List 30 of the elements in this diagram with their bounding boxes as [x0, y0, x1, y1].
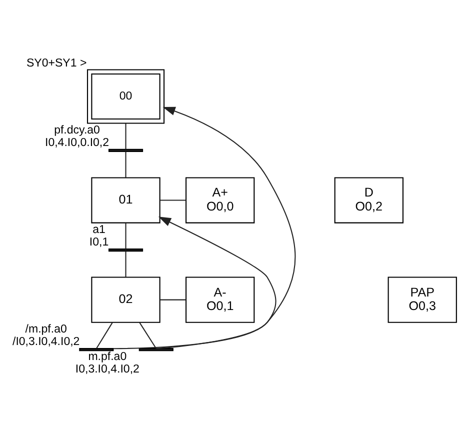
arrow: [156, 216, 276, 350]
node-box: A+ O0,0: [186, 177, 255, 224]
connector: [160, 299, 186, 300]
node-label: m.pf.a0: [88, 350, 127, 363]
node-label: /I0,3.I0,4.I0,2: [12, 336, 80, 348]
connector: [96, 322, 113, 349]
node-bar: [138, 348, 174, 352]
node-bar: [108, 148, 144, 152]
connector: [125, 251, 126, 278]
connector: [125, 152, 126, 178]
node-box: 02: [91, 276, 160, 323]
node-bar: [79, 348, 114, 352]
connector: [160, 200, 186, 201]
node-box: D O0,2: [334, 177, 404, 224]
node-label: I0,4.I0,0.I0,2: [45, 137, 110, 150]
arrow: [113, 106, 296, 350]
node-box: A- O0,1: [186, 276, 255, 323]
node-box: PAP O0,3: [388, 276, 457, 323]
connector: [139, 322, 156, 349]
node-label: a1: [92, 224, 106, 236]
node-label: SY0+SY1 >: [26, 57, 87, 70]
node-bar: [108, 248, 144, 252]
node-box: 00: [86, 69, 165, 124]
connector: [125, 123, 126, 150]
connector: [125, 222, 126, 249]
node-label: I0,3.I0,4.I0,2: [75, 363, 140, 376]
node-label: pf.dcy.a0: [54, 124, 100, 136]
node-label: I0,1: [89, 236, 109, 249]
node-label: /m.pf.a0: [25, 324, 67, 336]
node-box: 01: [91, 177, 160, 224]
